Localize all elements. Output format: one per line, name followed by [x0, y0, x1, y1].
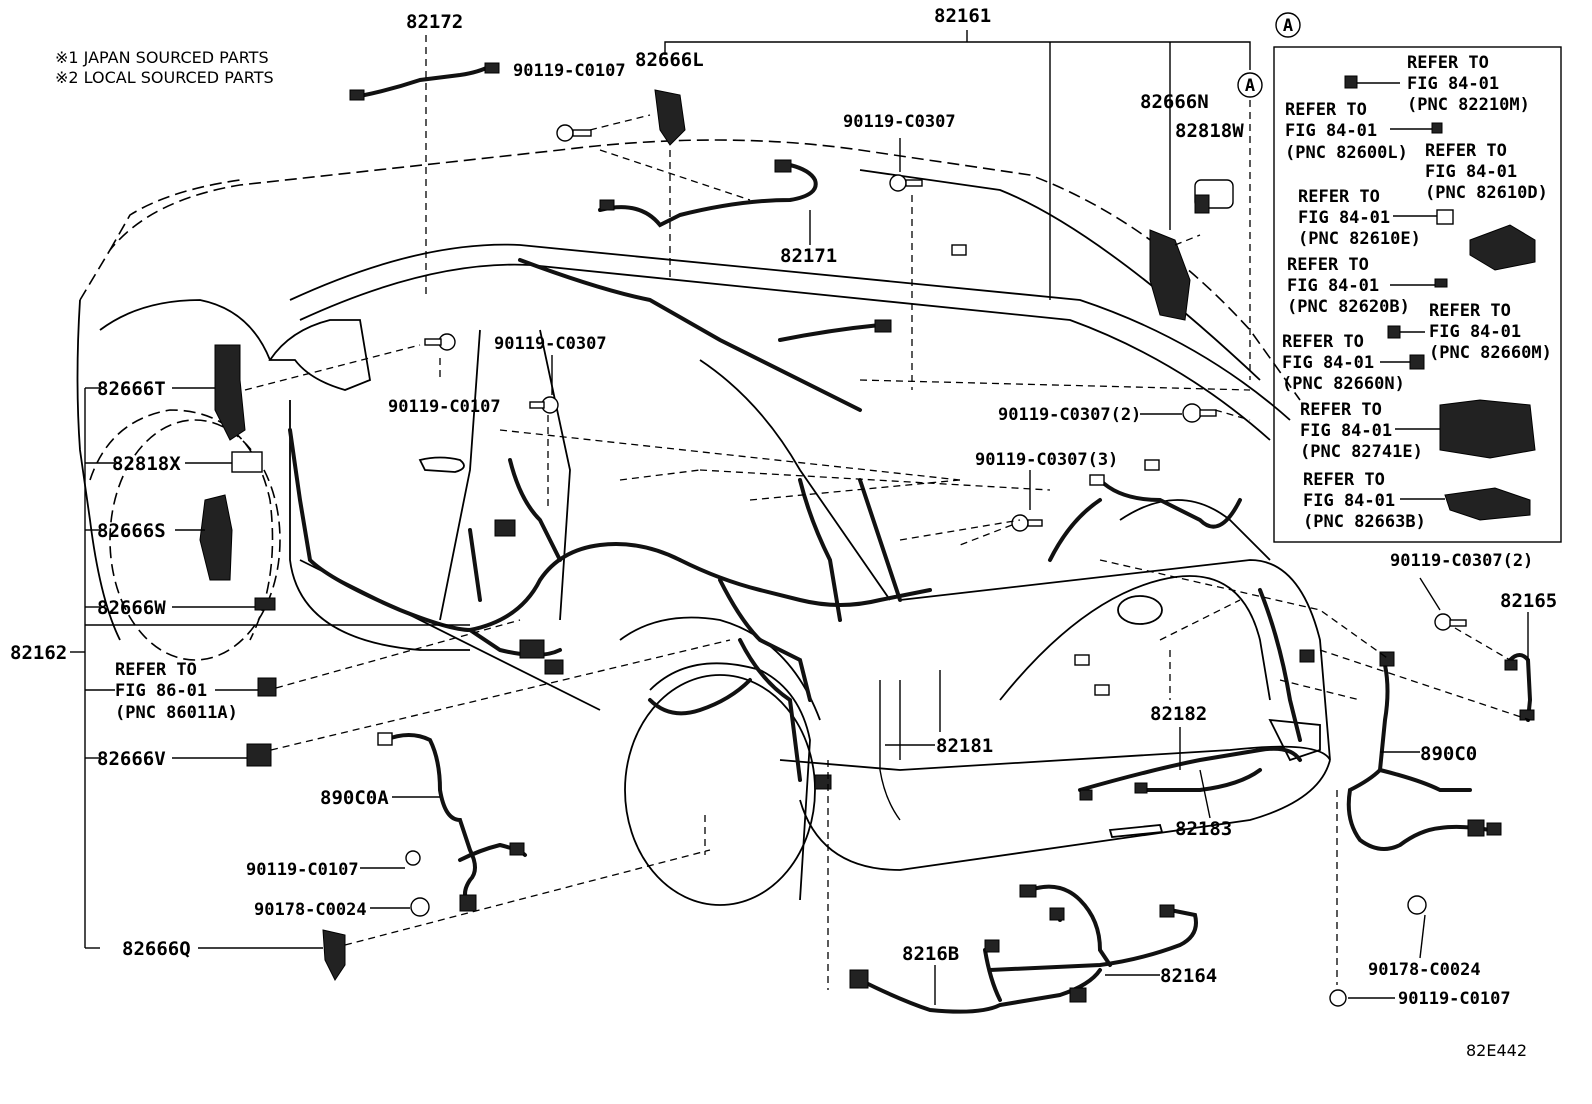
inset-ref-8-line2: FIG 84-01	[1303, 491, 1395, 511]
label-82666T: 82666T	[97, 378, 166, 400]
label-fastener-90119-c0307-mid: 90119-C0307	[494, 334, 607, 354]
inset-ref-6-line1: REFER TO	[1282, 332, 1364, 352]
inset-ref-6-line3: (PNC 82660N)	[1282, 374, 1405, 394]
label-82666L: 82666L	[635, 49, 704, 71]
inset-ref-1-line2: FIG 84-01	[1285, 121, 1377, 141]
inset-ref-2-line3: (PNC 82610D)	[1425, 183, 1548, 203]
refer-86-line3: (PNC 86011A)	[115, 703, 238, 723]
inset-ref-8-line3: (PNC 82663B)	[1303, 512, 1426, 532]
inset-ref-5-line1: REFER TO	[1429, 301, 1511, 321]
label-fastener-90119-c0307-2-lower: 90119-C0307(2)	[1390, 551, 1533, 571]
label-82171: 82171	[780, 245, 837, 267]
label-fastener-90119-c0307-3: 90119-C0307(3)	[975, 450, 1118, 470]
inset-ref-5-line3: (PNC 82660M)	[1429, 343, 1552, 363]
inset-ref-2-line2: FIG 84-01	[1425, 162, 1517, 182]
bolt-shapes	[405, 124, 1467, 1007]
label-82172: 82172	[406, 11, 463, 33]
inset-ref-6-line2: FIG 84-01	[1282, 353, 1374, 373]
inset-ref-3-line3: (PNC 82610E)	[1298, 229, 1421, 249]
label-fastener-90119-c0107-top: 90119-C0107	[513, 61, 626, 81]
callout-a-side: A	[1245, 76, 1255, 96]
note-japan-sourced: ※1 JAPAN SOURCED PARTS	[55, 48, 269, 67]
label-82164: 82164	[1160, 965, 1217, 987]
label-fastener-90119-c0107-mid: 90119-C0107	[388, 397, 501, 417]
inset-ref-2-line1: REFER TO	[1425, 141, 1507, 161]
inset-ref-3-line1: REFER TO	[1298, 187, 1380, 207]
label-fastener-90178-c0024-left: 90178-C0024	[254, 900, 367, 920]
leader-lines	[70, 30, 1531, 1005]
inset-ref-0-line1: REFER TO	[1407, 53, 1489, 73]
inset-ref-7-line2: FIG 84-01	[1300, 421, 1392, 441]
label-890C0A: 890C0A	[320, 787, 389, 809]
inset-ref-3-line2: FIG 84-01	[1298, 208, 1390, 228]
label-82666V: 82666V	[97, 748, 166, 770]
inset-ref-0-line2: FIG 84-01	[1407, 74, 1499, 94]
inset-ref-4-line3: (PNC 82620B)	[1287, 297, 1410, 317]
label-82162: 82162	[10, 642, 67, 664]
inset-ref-0-line3: (PNC 82210M)	[1407, 95, 1530, 115]
label-fastener-90119-c0307-2-right: 90119-C0307(2)	[998, 405, 1141, 425]
callout-a-top: A	[1283, 16, 1293, 36]
label-82666N: 82666N	[1140, 91, 1209, 113]
label-82182: 82182	[1150, 703, 1207, 725]
label-fastener-90178-c0024-right: 90178-C0024	[1368, 960, 1481, 980]
inset-ref-8-line1: REFER TO	[1303, 470, 1385, 490]
inset-ref-1-line3: (PNC 82600L)	[1285, 143, 1408, 163]
label-82818W: 82818W	[1175, 120, 1244, 142]
refer-fig-86: REFER TO FIG 86-01 (PNC 86011A)	[115, 660, 238, 723]
label-82666S: 82666S	[97, 520, 166, 542]
inset-box	[1273, 46, 1562, 543]
inset-ref-7-line1: REFER TO	[1300, 400, 1382, 420]
fastener-labels: 90119-C0107 90119-C0307 90119-C0107 9011…	[246, 61, 1533, 1009]
inset-ref-4-line1: REFER TO	[1287, 255, 1369, 275]
inset-ref-1-line1: REFER TO	[1285, 100, 1367, 120]
inset-ref-5-line2: FIG 84-01	[1429, 322, 1521, 342]
label-82161: 82161	[934, 5, 991, 27]
label-fastener-90119-c0107-left: 90119-C0107	[246, 860, 359, 880]
inset-references: REFER TO FIG 84-01 (PNC 82210M) REFER TO…	[1282, 53, 1552, 532]
note-local-sourced: ※2 LOCAL SOURCED PARTS	[55, 68, 274, 87]
label-82165: 82165	[1500, 590, 1557, 612]
refer-86-line1: REFER TO	[115, 660, 197, 680]
label-82183: 82183	[1175, 818, 1232, 840]
diagram-code: 82E442	[1466, 1041, 1527, 1060]
refer-86-line2: FIG 86-01	[115, 681, 207, 701]
label-fastener-90119-c0107-bottom: 90119-C0107	[1398, 989, 1511, 1009]
inset-ref-7-line3: (PNC 82741E)	[1300, 442, 1423, 462]
label-82181: 82181	[936, 735, 993, 757]
label-890C0: 890C0	[1420, 743, 1477, 765]
inset-ref-4-line2: FIG 84-01	[1287, 276, 1379, 296]
part-labels: 82172 82161 82666L 82666N 82818W 82171 8…	[10, 5, 1557, 987]
label-82818X: 82818X	[112, 453, 181, 475]
label-8216B: 8216B	[902, 943, 959, 965]
label-82666W: 82666W	[97, 597, 166, 619]
label-82666Q: 82666Q	[122, 938, 191, 960]
label-fastener-90119-c0307-top: 90119-C0307	[843, 112, 956, 132]
notes: ※1 JAPAN SOURCED PARTS ※2 LOCAL SOURCED …	[55, 48, 274, 87]
connector-shapes	[199, 89, 1535, 1007]
callout-a: A A	[1237, 12, 1301, 98]
